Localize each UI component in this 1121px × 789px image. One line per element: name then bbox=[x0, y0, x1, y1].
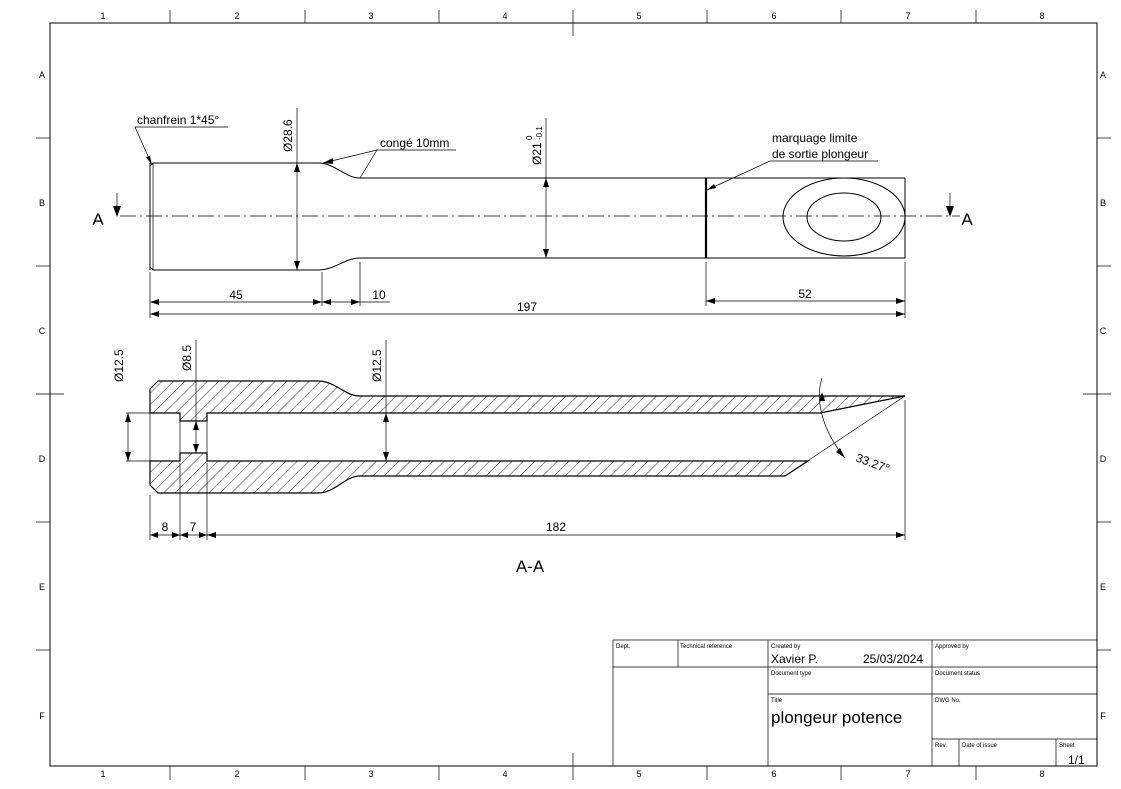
row-label-e-right: E bbox=[1100, 582, 1106, 592]
row-label-f: F bbox=[39, 711, 45, 721]
chamfer-note: chanfrein 1*45° bbox=[137, 113, 219, 127]
col-label-2-bottom: 2 bbox=[234, 769, 239, 779]
dimension-dia-small bbox=[538, 118, 552, 259]
col-label-4-bottom: 4 bbox=[502, 769, 507, 779]
section-arrow-right bbox=[946, 193, 954, 217]
upper-wall-section bbox=[149, 380, 906, 422]
col-label-6-bottom: 6 bbox=[771, 769, 776, 779]
dimension-dia-large bbox=[294, 108, 300, 270]
dimension-angle bbox=[819, 377, 846, 459]
row-label-e: E bbox=[39, 582, 45, 592]
section-dimension-extensions bbox=[149, 400, 906, 540]
dia-small-tol-lower: -0.1 bbox=[535, 126, 544, 140]
dimension-52 bbox=[706, 298, 905, 304]
dia-small-tol-upper: 0 bbox=[525, 135, 534, 140]
created-by-value: Xavier P. bbox=[771, 652, 818, 666]
created-date-value: 25/03/2024 bbox=[863, 652, 923, 666]
bore-lines bbox=[149, 395, 906, 477]
dia-bore-small-label: Ø8.5 bbox=[180, 345, 194, 371]
row-label-d: D bbox=[39, 454, 46, 464]
doc-type-label: Document type bbox=[771, 671, 812, 677]
row-label-c-right: C bbox=[1100, 326, 1107, 336]
row-label-a-right: A bbox=[1100, 70, 1106, 80]
row-label-c: C bbox=[39, 326, 46, 336]
dim-8-label: 8 bbox=[162, 520, 169, 534]
lower-wall-section bbox=[149, 452, 811, 494]
col-label-7: 7 bbox=[905, 11, 910, 21]
col-label-5: 5 bbox=[636, 11, 641, 21]
section-mark-left: A bbox=[92, 210, 104, 229]
row-label-a: A bbox=[39, 70, 45, 80]
dim-52-label: 52 bbox=[798, 287, 812, 301]
dimension-bore-main bbox=[383, 340, 389, 461]
marking-note-line1: marquage limite bbox=[772, 131, 858, 145]
dimension-7 bbox=[180, 532, 207, 538]
dim-45-label: 45 bbox=[229, 288, 243, 302]
drawing-title: plongeur potence bbox=[771, 708, 902, 727]
dimension-bore-small bbox=[193, 340, 199, 453]
angle-label: 33.27° bbox=[854, 451, 892, 476]
dimension-182 bbox=[207, 532, 905, 538]
marking-leader bbox=[706, 160, 878, 191]
drawing-frame: 1 2 3 4 5 6 7 8 1 2 3 4 5 6 7 8 A B C D … bbox=[36, 10, 1111, 780]
chamfer-leader bbox=[134, 126, 228, 166]
section-view-label: A-A bbox=[516, 557, 545, 576]
dimension-8 bbox=[150, 532, 180, 538]
col-label-6: 6 bbox=[771, 11, 776, 21]
col-label-2: 2 bbox=[234, 11, 239, 21]
section-mark-right: A bbox=[961, 210, 973, 229]
created-by-label: Created by bbox=[771, 644, 800, 650]
marking-note-line2: de sortie plongeur bbox=[772, 147, 868, 161]
section-view: Ø12.5 Ø8.5 Ø12.5 33.27° bbox=[112, 340, 906, 576]
top-view: A A chanfrein 1*45° congé 10mm marquage … bbox=[92, 108, 973, 318]
title-block: Dept. Technical reference Created by Xav… bbox=[612, 639, 1098, 767]
dim-7-label: 7 bbox=[190, 520, 197, 534]
dimension-197 bbox=[150, 311, 905, 317]
section-arrow-left bbox=[113, 193, 121, 217]
dwg-no-label: DWG No. bbox=[935, 698, 961, 704]
title-label: Title bbox=[771, 698, 783, 704]
dia-large-label: Ø28.6 bbox=[281, 119, 295, 152]
dimension-45 bbox=[150, 299, 322, 305]
dim-10-label: 10 bbox=[372, 288, 386, 302]
dim-182-label: 182 bbox=[546, 520, 566, 534]
dia-bore-large-label: Ø12.5 bbox=[112, 349, 126, 382]
sheet-value: 1/1 bbox=[1068, 753, 1085, 767]
col-label-1: 1 bbox=[100, 11, 105, 21]
dia-bore-main-label: Ø12.5 bbox=[370, 349, 384, 382]
dia-small-label: Ø21 bbox=[530, 142, 544, 165]
dimension-extensions bbox=[149, 262, 906, 318]
eye-inner bbox=[806, 192, 882, 242]
col-label-5-bottom: 5 bbox=[636, 769, 641, 779]
col-label-8-bottom: 8 bbox=[1039, 769, 1044, 779]
col-label-3-bottom: 3 bbox=[368, 769, 373, 779]
tech-ref-label: Technical reference bbox=[680, 644, 733, 650]
sheet-label: Sheet bbox=[1059, 743, 1075, 749]
col-label-1-bottom: 1 bbox=[100, 769, 105, 779]
approved-by-label: Approved by bbox=[935, 644, 969, 650]
row-label-d-right: D bbox=[1100, 454, 1107, 464]
dim-197-label: 197 bbox=[517, 300, 537, 314]
row-label-b: B bbox=[39, 198, 45, 208]
fillet-note: congé 10mm bbox=[380, 136, 449, 150]
row-label-f-right: F bbox=[1100, 711, 1106, 721]
dimension-bore-large bbox=[125, 412, 150, 462]
eye-outer bbox=[782, 177, 906, 257]
part-outline bbox=[149, 162, 906, 271]
dimension-10 bbox=[322, 299, 390, 305]
doc-status-label: Document status bbox=[935, 671, 980, 677]
date-issue-label: Date of issue bbox=[962, 743, 998, 749]
fillet-leader bbox=[322, 149, 456, 179]
col-label-3: 3 bbox=[368, 11, 373, 21]
dept-label: Dept. bbox=[616, 644, 631, 650]
row-label-b-right: B bbox=[1100, 198, 1106, 208]
col-label-4: 4 bbox=[502, 11, 507, 21]
col-label-7-bottom: 7 bbox=[905, 769, 910, 779]
rev-label: Rev. bbox=[935, 743, 947, 749]
col-label-8: 8 bbox=[1039, 11, 1044, 21]
